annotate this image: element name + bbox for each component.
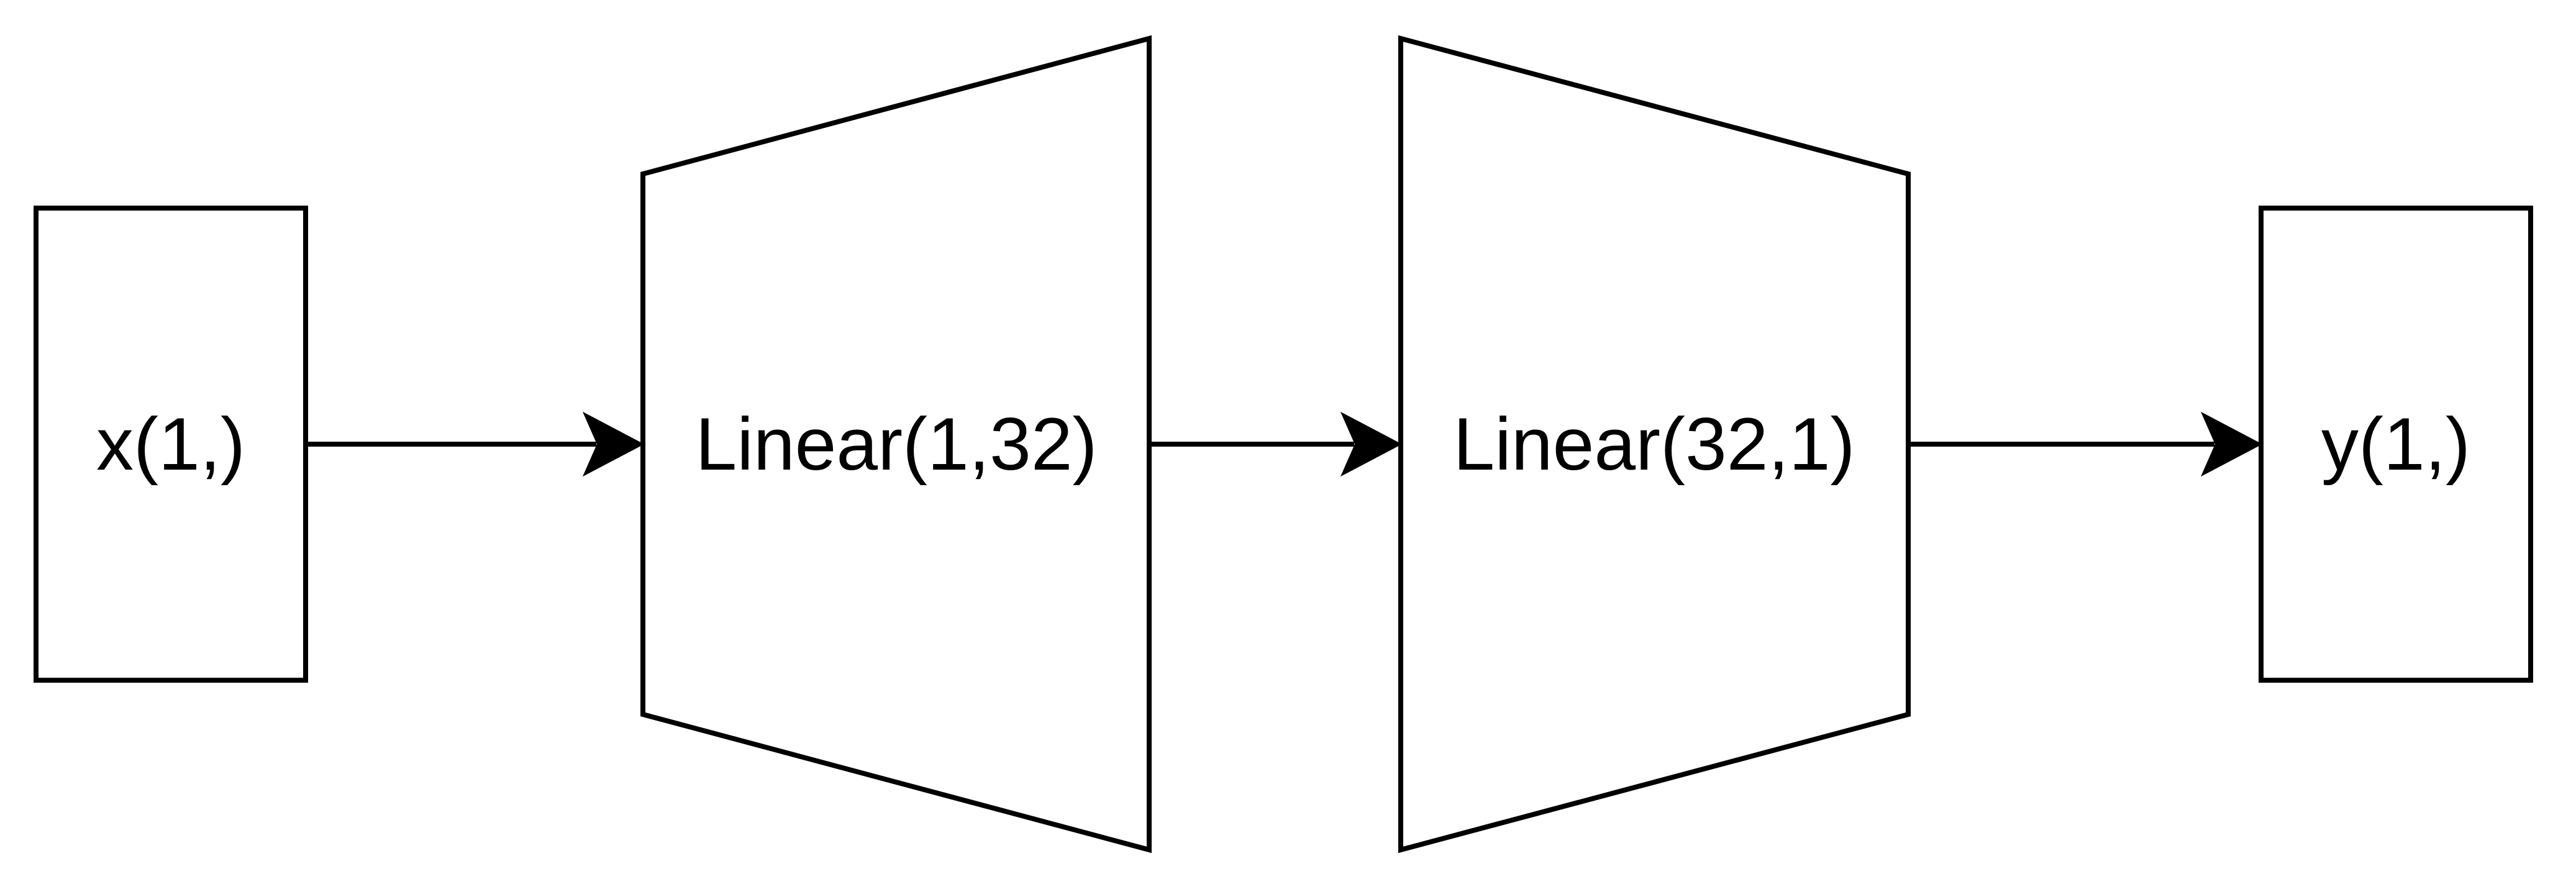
- linear1-label: Linear(1,32): [695, 403, 1097, 486]
- edge-linear2-to-output: [1908, 411, 2263, 477]
- edge-linear1-to-linear2: [1149, 411, 1403, 477]
- output-label: y(1,): [2321, 403, 2470, 486]
- input-box: [34, 206, 308, 683]
- arrowhead-icon: [582, 411, 645, 477]
- input-node: x(1,): [34, 206, 308, 683]
- input-label: x(1,): [96, 403, 245, 486]
- output-node: y(1,): [2259, 206, 2533, 683]
- arrowhead-icon: [1340, 411, 1403, 477]
- linear2-label: Linear(32,1): [1453, 403, 1855, 486]
- edge-input-to-linear1: [306, 411, 645, 477]
- linear2-trapezoid: [1398, 35, 1911, 854]
- linear2-layer: Linear(32,1): [1398, 35, 1911, 854]
- output-box: [2259, 206, 2533, 683]
- linear1-trapezoid: [640, 35, 1152, 854]
- linear1-layer: Linear(1,32): [640, 35, 1152, 854]
- arrowhead-icon: [2200, 411, 2263, 477]
